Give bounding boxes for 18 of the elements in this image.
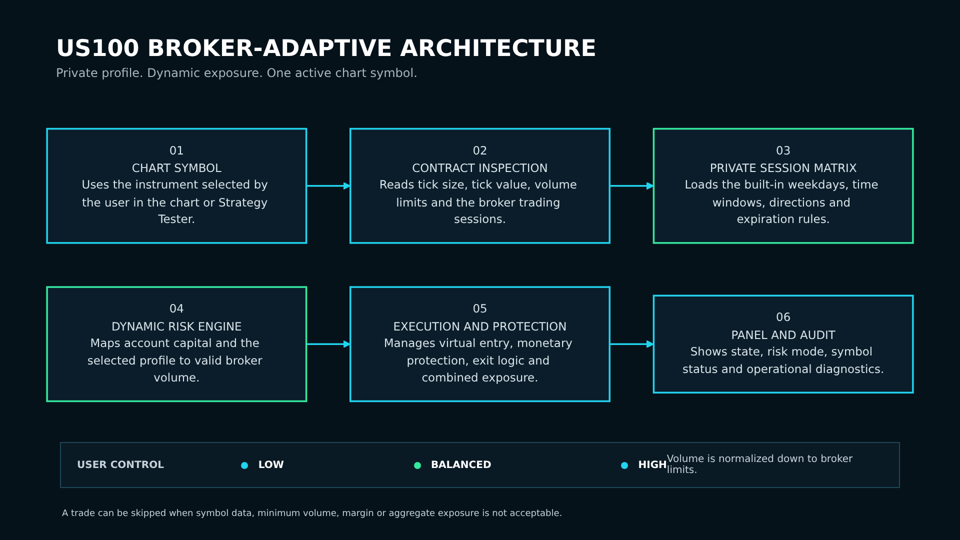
legend-label: BALANCED xyxy=(430,460,492,470)
node-box: 04 DYNAMIC RISK ENGINE Maps account capital and the selected profile to valid broker volume. xyxy=(46,286,308,402)
panel-label: USER CONTROL xyxy=(77,460,165,470)
legend-label: HIGH xyxy=(638,460,667,470)
arrow xyxy=(610,340,654,348)
node-box: 03 PRIVATE SESSION MATRIX Loads the built-in weekdays, time windows, directions and expiration rules. xyxy=(652,128,914,244)
subtitle: Private profile. Dynamic exposure. One active chart symbol. xyxy=(56,66,418,80)
note-text: Volume is normalized down to broker limits. xyxy=(666,454,854,476)
arrow xyxy=(610,182,654,190)
node-box: 02 CONTRACT INSPECTION Reads tick size, tick value, volume limits and the broker trading sessions. xyxy=(350,128,610,244)
arrow xyxy=(306,182,351,190)
footnote: A trade can be skipped when symbol data, minimum volume, margin or aggregate exposure is not acceptable. xyxy=(62,509,562,519)
title: US100 BROKER-ADAPTIVE ARCHITECTURE xyxy=(56,36,596,62)
legend-label: LOW xyxy=(258,460,284,470)
node-box: 01 CHART SYMBOL Uses the instrument selected by the user in the chart or Strategy Tester. xyxy=(46,128,308,244)
arrow xyxy=(306,340,351,348)
node-box: 06 PANEL AND AUDIT Shows state, risk mode, symbol status and operational diagnostics. xyxy=(652,294,914,394)
node-box: 05 EXECUTION AND PROTECTION Manages virtual entry, monetary protection, exit logic and combined exposure. xyxy=(350,286,610,402)
